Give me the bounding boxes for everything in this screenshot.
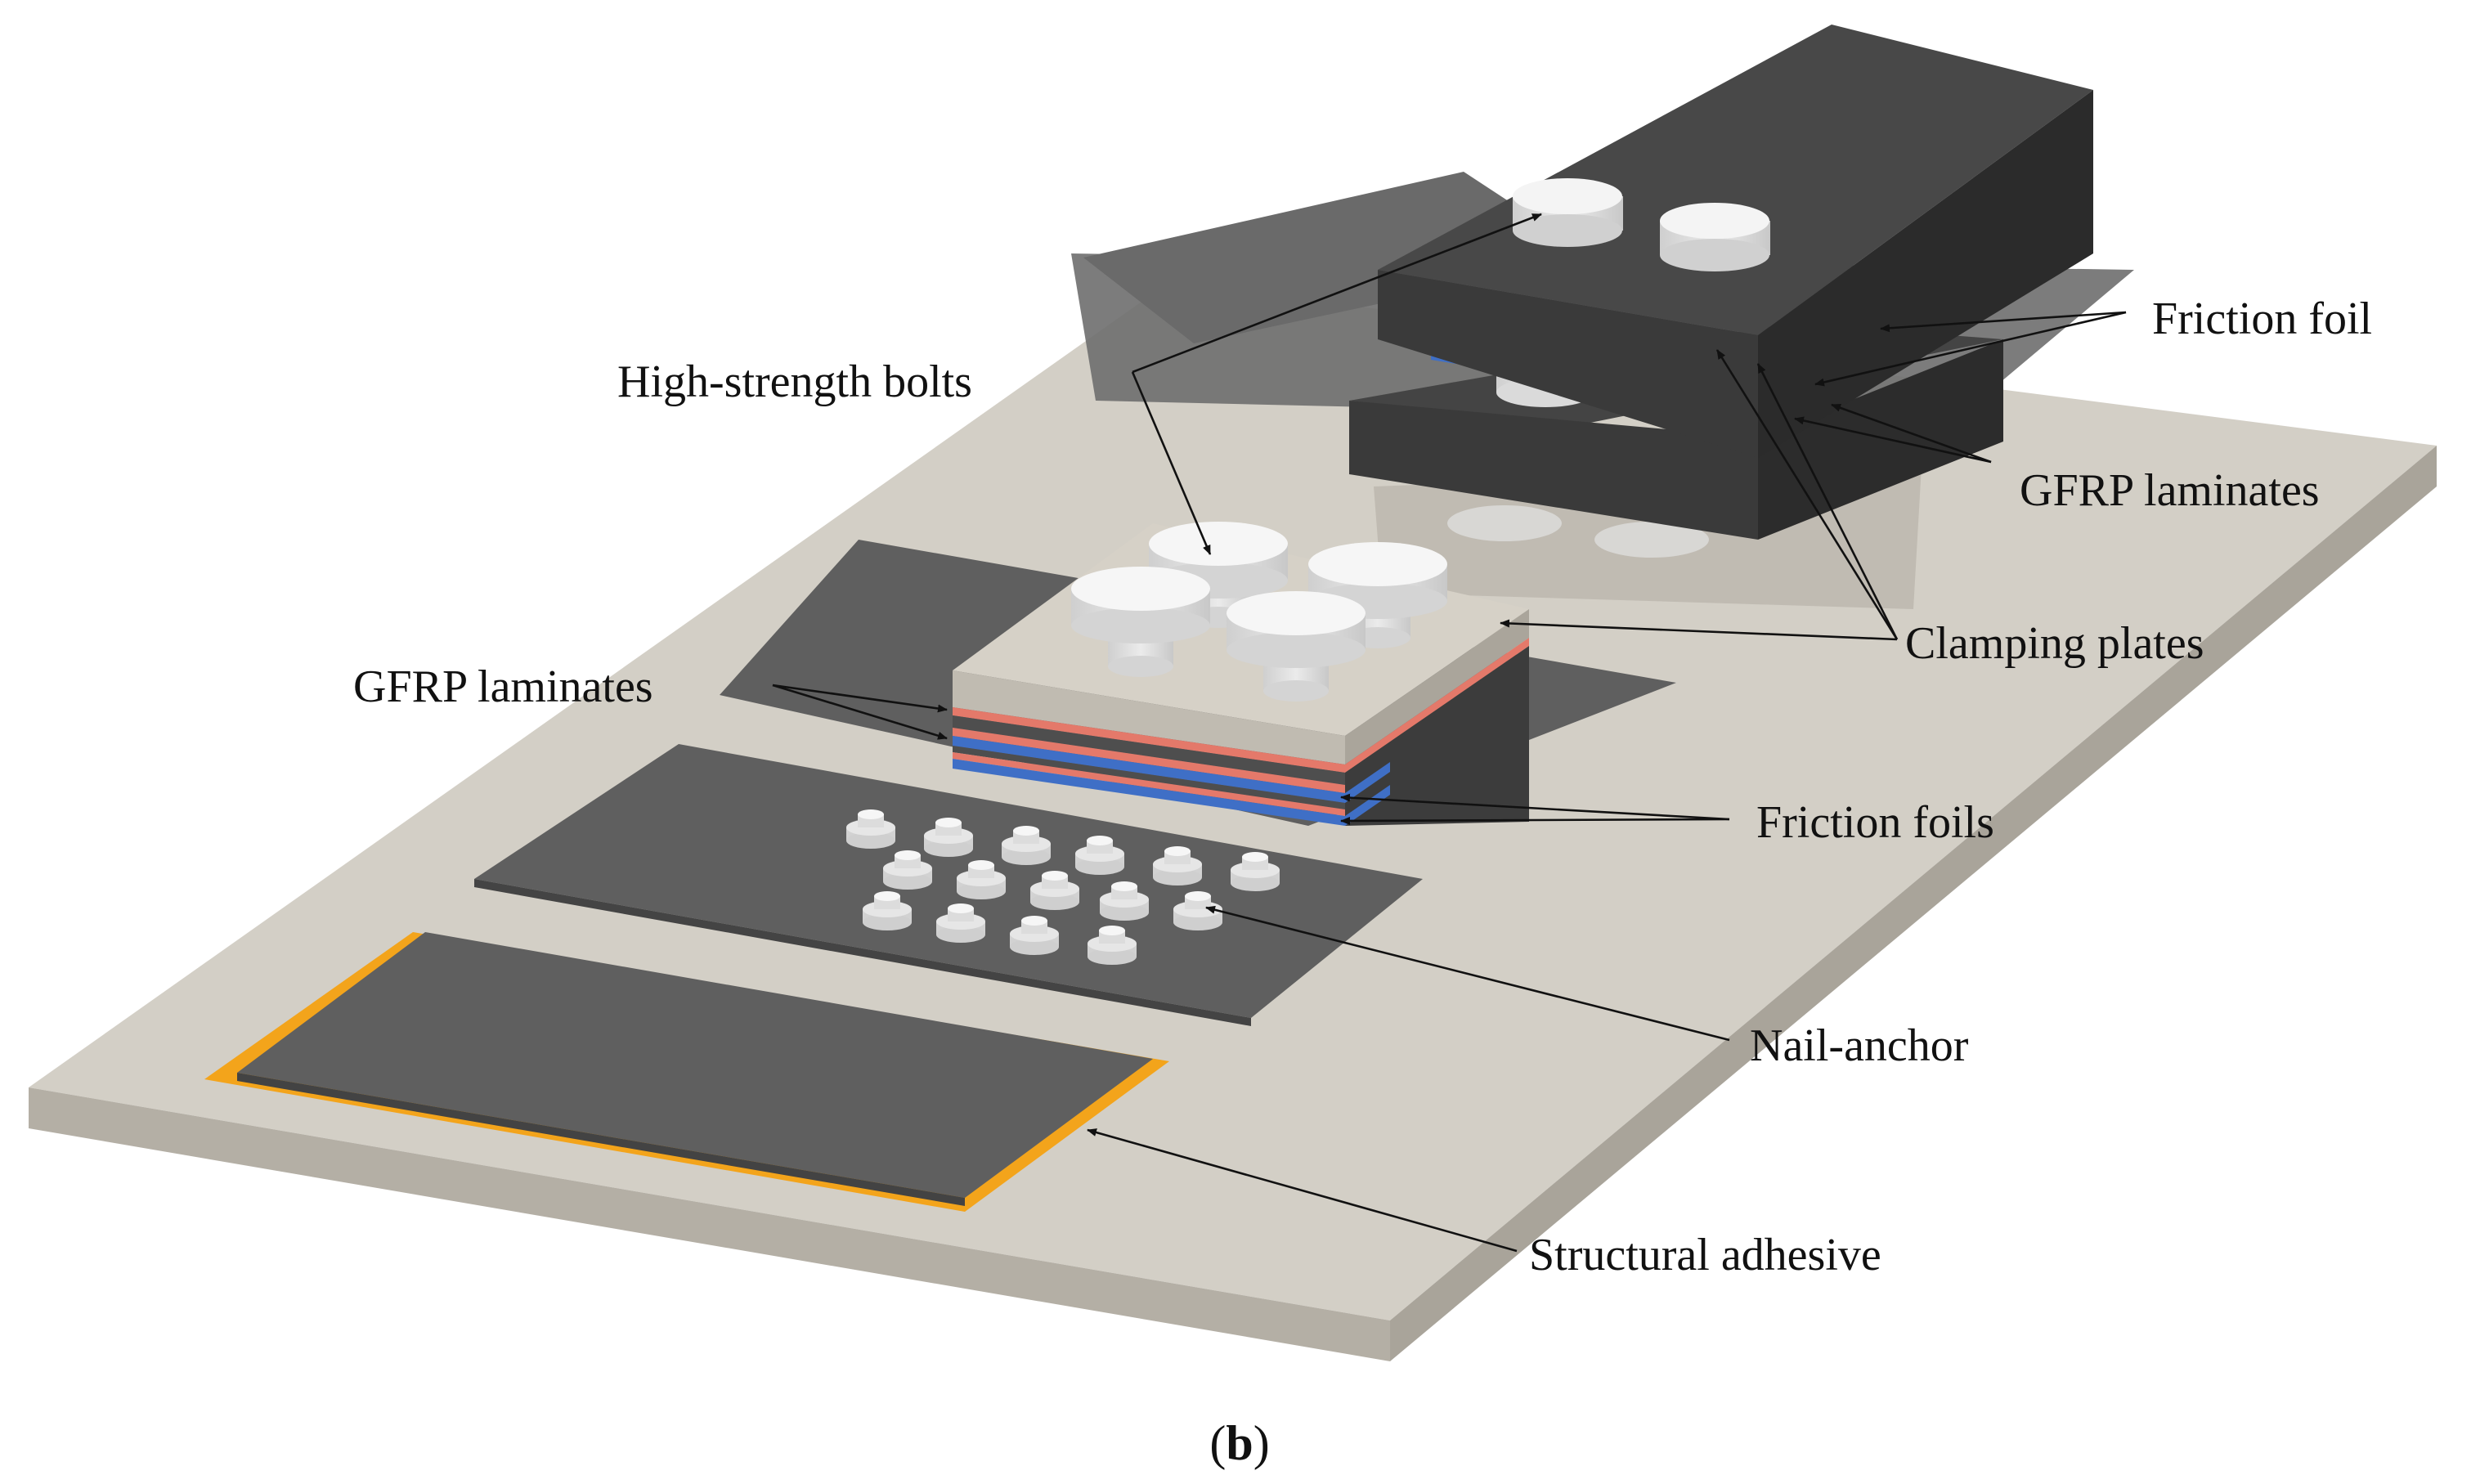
bolt [1660, 203, 1770, 271]
nail-anchor-head [1100, 881, 1149, 921]
gfrp-laminate-plate [237, 932, 1153, 1198]
nail-anchor-head [846, 809, 895, 849]
gfrp-laminate-edge-front [953, 707, 1345, 773]
friction-foil-side [1345, 785, 1390, 826]
gfrp-laminate-plate-edge [474, 879, 1251, 1026]
figure-caption: (b) [1209, 1416, 1269, 1470]
bolt-shadow [1447, 505, 1562, 541]
caption-close: ) [1253, 1416, 1270, 1470]
bolted-clamping-anchor [720, 522, 1676, 826]
label-nail-anchor: Nail-anchor [1750, 1020, 1969, 1071]
bolt-shadow [1594, 522, 1709, 558]
nail-anchor-head [924, 818, 973, 857]
leader-friction-foil [1814, 311, 2127, 387]
nail-anchor-group [846, 809, 1280, 965]
leader-clamping-plates [1756, 363, 1899, 640]
nail-anchor-head [1088, 926, 1137, 965]
leader-lines [772, 213, 2127, 1253]
laminate-dark-front [953, 746, 1345, 809]
gfrp-laminate-plate-edge [237, 1073, 965, 1206]
laminate-dark-front [953, 715, 1345, 785]
labels: High-strength bolts Friction foil GFRP l… [353, 294, 2372, 1280]
leader-gfrp-laminates-right [1794, 416, 1992, 464]
gfrp-laminate-edge-front [953, 728, 1345, 793]
nail-anchor-head [883, 850, 932, 890]
label-friction-foil: Friction foil [2152, 294, 2372, 344]
leader-clamping-plates [1500, 619, 1898, 641]
leader-high-strength-bolts [1132, 213, 1542, 374]
concrete-slab [29, 282, 2437, 1361]
bonded-laminate [204, 932, 1169, 1212]
gfrp-laminate-plate [474, 744, 1423, 1018]
leader-gfrp-laminates-left [772, 684, 948, 740]
leader-friction-foils [1340, 793, 1730, 821]
leader-nail-anchor [1205, 905, 1730, 1042]
label-gfrp-laminates-right: GFRP laminates [2020, 465, 2320, 516]
label-friction-foils: Friction foils [1756, 797, 1994, 848]
nail-anchor-head [1075, 836, 1124, 875]
lower-clamping-plate-front [1349, 401, 1758, 540]
leader-friction-foils [1340, 816, 1730, 825]
clamping-plate-front [953, 670, 1345, 764]
bolt [1227, 591, 1366, 702]
label-gfrp-laminates-left: GFRP laminates [353, 661, 653, 712]
leader-high-strength-bolts [1131, 371, 1212, 555]
upper-clamping-plate-front [1378, 270, 1758, 458]
leader-structural-adhesive [1087, 1128, 1518, 1253]
leader-friction-foil [1880, 311, 2127, 333]
lower-clamping-plate-side [1758, 339, 2003, 540]
nail-anchor-head [1010, 916, 1059, 955]
caption-open: ( [1209, 1416, 1226, 1470]
friction-foil-front [953, 759, 1345, 826]
bolt [1071, 567, 1210, 677]
nail-anchor-laminate [474, 744, 1423, 1026]
nail-anchor-head [936, 903, 985, 943]
caption-letter: b [1226, 1416, 1253, 1470]
label-structural-adhesive: Structural adhesive [1529, 1230, 1881, 1280]
nail-anchor-head [863, 891, 912, 930]
bolt [1513, 178, 1623, 247]
laminate-dark-side [1345, 646, 1529, 826]
gfrp-laminate-left-sheet [1083, 172, 1594, 343]
concrete-slab-side-right [1390, 446, 2437, 1361]
nail-anchor-head [957, 860, 1006, 899]
nail-anchor-head [1231, 852, 1280, 891]
friction-foil-front [953, 736, 1345, 803]
upper-clamping-plate-top [1378, 25, 2093, 335]
label-high-strength-bolts: High-strength bolts [617, 356, 972, 407]
leader-gfrp-laminates-right [1831, 403, 1992, 464]
label-clamping-plates: Clamping plates [1905, 618, 2204, 669]
leader-clamping-plates [1715, 349, 1899, 640]
nail-anchor-head [1153, 846, 1202, 885]
leader-gfrp-laminates-left [772, 684, 948, 713]
upper-clamping-plate-side [1758, 90, 2093, 458]
concrete-slab-side-front [29, 1087, 1390, 1361]
nail-anchor-head [1002, 826, 1051, 865]
gfrp-laminate-edge-side [1345, 638, 1529, 773]
friction-foil-side [1345, 762, 1390, 803]
clamping-plate-side [1345, 609, 1529, 764]
nail-anchor-head [1030, 871, 1079, 910]
gfrp-laminate-edge-front [953, 752, 1345, 816]
